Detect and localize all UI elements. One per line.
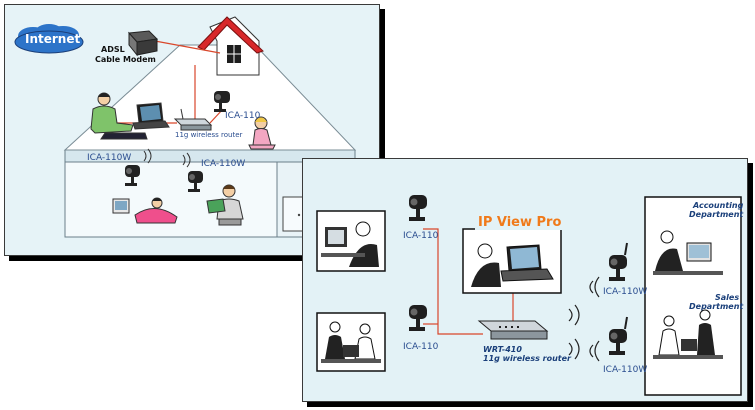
cable-modem-house xyxy=(154,40,221,54)
modem-label-line2: Cable Modem xyxy=(95,55,156,64)
camera-wireless-bottom-icon xyxy=(609,316,628,355)
router-model-label: WRT-410 xyxy=(483,345,522,354)
router-description-label: 11g wireless router xyxy=(483,354,571,363)
office-network-panel: IP View Pro ICA-110 ICA-110 WRT-410 11g … xyxy=(302,158,748,402)
internet-cloud-icon xyxy=(14,24,84,54)
ip-view-pro-title: IP View Pro xyxy=(475,215,565,230)
camera-downstairs-left-icon xyxy=(125,148,152,186)
wifi-waves-icon xyxy=(568,276,600,362)
cable-modem-icon xyxy=(127,30,159,57)
door xyxy=(282,196,304,232)
camera-top-icon xyxy=(409,195,427,221)
camera-downstairs-right-icon xyxy=(182,152,203,192)
girl-sitting xyxy=(248,116,276,150)
router-label: 11g wireless router xyxy=(175,131,243,139)
office-illustration xyxy=(316,195,742,396)
dept-sales-line2: Department xyxy=(689,302,744,311)
dept-accounting-line2: Department xyxy=(689,210,744,219)
internet-label: Internet xyxy=(25,32,81,46)
camera-wireless-top-icon xyxy=(609,242,628,281)
man-with-laptop xyxy=(90,92,170,140)
camera-bottom-icon xyxy=(409,305,427,331)
camera-wireless-top-label: ICA-110W xyxy=(603,287,648,297)
camera-downstairs-right-label: ICA-110W xyxy=(201,159,246,169)
wireless-router-icon xyxy=(477,320,549,340)
camera-upstairs-label: ICA-110 xyxy=(225,111,261,121)
camera-downstairs-left-label: ICA-110W xyxy=(87,153,132,163)
boy-reading xyxy=(206,184,244,226)
door-knob xyxy=(297,213,301,217)
camera-top-label: ICA-110 xyxy=(403,231,439,241)
cable-camera-top-router xyxy=(423,228,483,335)
router-icon xyxy=(173,108,213,131)
dept-accounting-line1: Accounting xyxy=(693,201,744,210)
dept-sales-line1: Sales xyxy=(715,293,740,302)
kid-at-computer xyxy=(112,197,178,224)
camera-upstairs-icon xyxy=(214,91,230,112)
house-lower-floor xyxy=(64,161,278,238)
modem-label-line1: ADSL xyxy=(101,45,125,54)
camera-bottom-label: ICA-110 xyxy=(403,342,439,352)
frame-departments xyxy=(644,196,742,396)
camera-wireless-bottom-label: ICA-110W xyxy=(603,365,648,375)
